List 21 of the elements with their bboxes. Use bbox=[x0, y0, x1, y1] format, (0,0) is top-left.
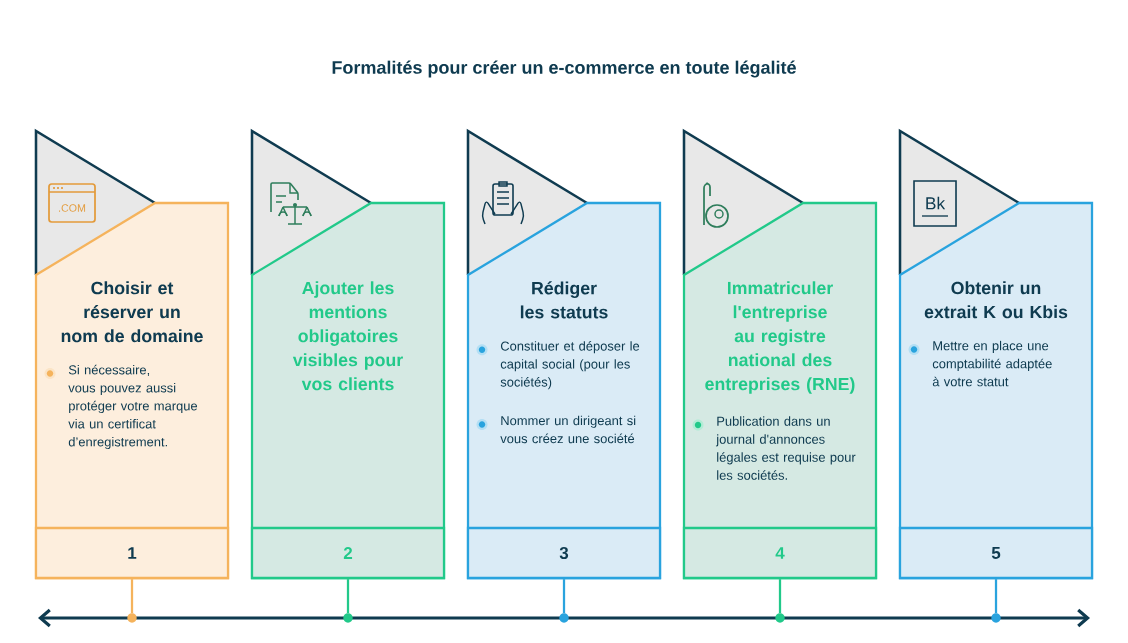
bullet-item: Nommer un dirigeant si vous créez une société bbox=[476, 415, 636, 444]
diagram-title: Formalités pour créer un e-commerce en toute légalité bbox=[332, 60, 796, 78]
step-number-box: 5 bbox=[898, 526, 1094, 580]
step-number-box: 1 bbox=[34, 526, 230, 580]
bullet-item: Constituer et déposer le capital social (pour les sociétés) bbox=[476, 341, 640, 390]
step-number-box: 3 bbox=[466, 526, 662, 580]
bullet-item: Si nécessaire, vous pouvez aussi protéger votre marque via un certificat d’enregistrement. bbox=[44, 364, 198, 450]
connector-line bbox=[346, 579, 350, 614]
connector-line bbox=[130, 579, 134, 614]
connector-line bbox=[994, 579, 998, 614]
step-title: Obtenir un extrait K ou Kbis bbox=[924, 281, 1068, 319]
bullet-item: Publication dans un journal d'annonces légales est requise pour les sociétés. bbox=[692, 416, 856, 480]
step-title: Rédiger les statuts bbox=[520, 281, 608, 319]
step-title: Choisir et réserver un nom de domaine bbox=[61, 281, 203, 343]
connector-line bbox=[778, 579, 782, 614]
bullet-item: Mettre en place une comptabilité adaptée à votre statut bbox=[908, 340, 1052, 387]
step-number-box: 4 bbox=[682, 526, 878, 580]
step-title: Ajouter les mentions obligatoires visibles pour vos clients bbox=[292, 281, 403, 391]
step-number-box: 2 bbox=[250, 526, 446, 580]
step-title: Immatriculer l'entreprise au registre national des entreprises (RNE) bbox=[705, 281, 855, 394]
connector-line bbox=[562, 579, 566, 614]
